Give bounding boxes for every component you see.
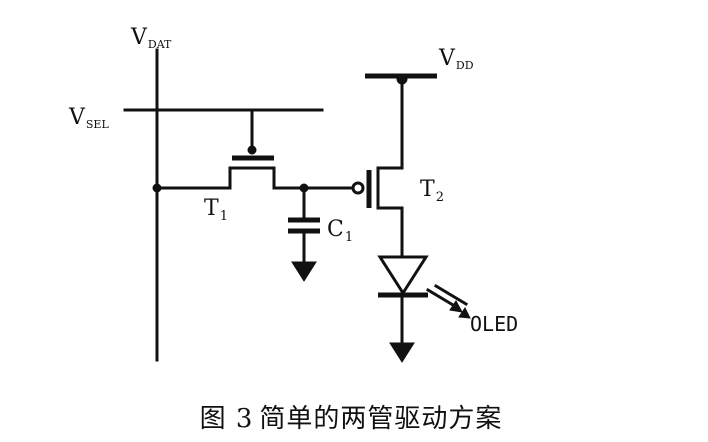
oled-diode-icon [377, 255, 429, 296]
emission-arrowhead-1 [449, 300, 463, 313]
vdat-label: VDAT [130, 25, 172, 51]
t1-channel [155, 166, 314, 190]
t1-gate-bubble [247, 145, 257, 155]
vdd-label: VDD [438, 46, 474, 72]
ground-c1-icon [291, 261, 317, 282]
ground-oled-icon [389, 342, 415, 363]
t1-label: T1 [204, 196, 228, 224]
figure-number: 图 3 [199, 404, 254, 434]
vdd-junction [396, 73, 408, 85]
c1-label: C1 [327, 217, 353, 245]
caption-text: 简单的两管驱动方案 [259, 404, 503, 434]
t2-channel [376, 78, 404, 257]
junction-vdat-t1 [152, 183, 162, 193]
emission-arrowhead-2 [458, 307, 471, 319]
emission-arrow-2 [433, 283, 469, 307]
t2-gate-bubble [351, 181, 365, 195]
vsel-label: VSEL [68, 105, 109, 131]
t2-label: T2 [420, 177, 444, 205]
oled-label: OLED [470, 312, 518, 336]
